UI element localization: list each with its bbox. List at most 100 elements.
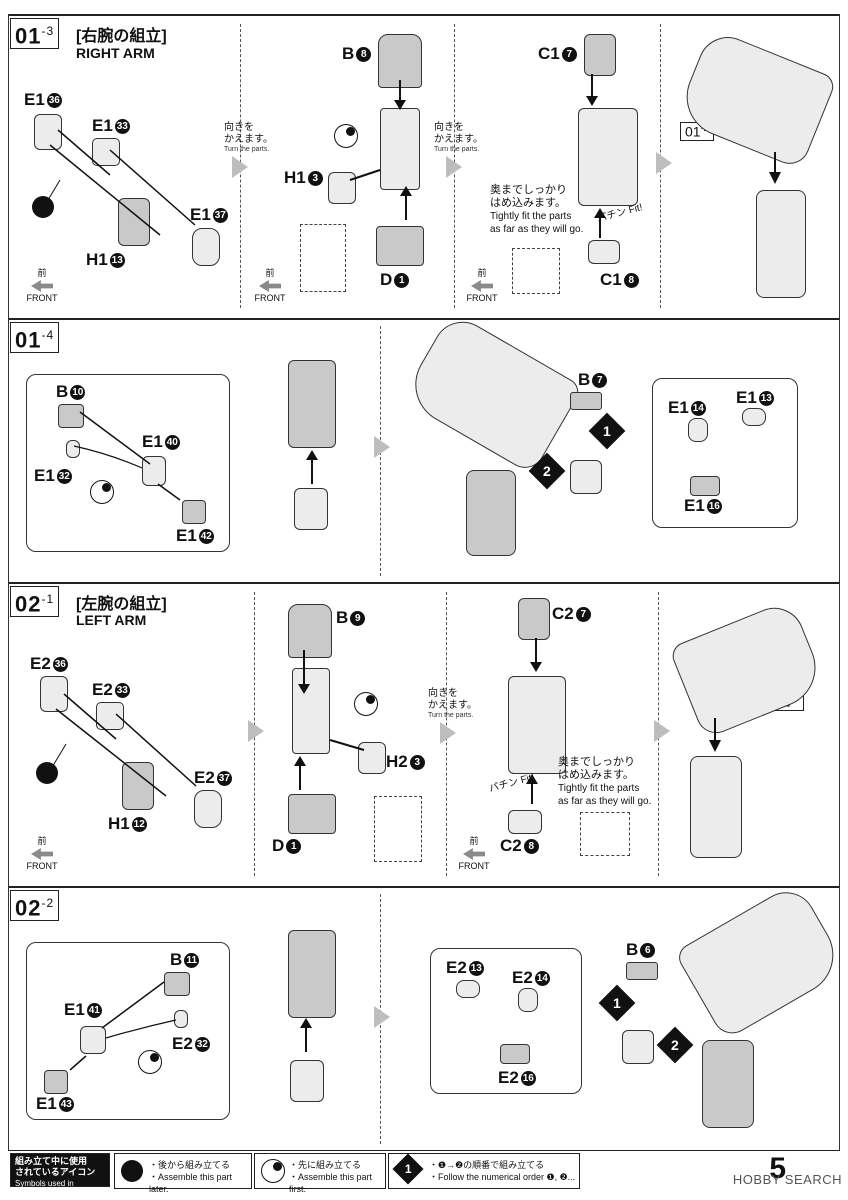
part-code: H1 [86, 250, 108, 269]
assemble-first-icon [138, 1050, 162, 1074]
assemble-first-icon [90, 480, 114, 504]
turn-note-jp: 向きを かえます。 [224, 122, 273, 145]
section-rule [8, 14, 840, 16]
order-badge: 1 [392, 1153, 424, 1185]
assembly-arrows [44, 129, 196, 236]
next-step-arrow-icon [446, 156, 462, 178]
page-number: 5 [769, 1152, 786, 1185]
assembly-arrows [300, 1018, 312, 1052]
part-code: B [626, 940, 639, 959]
front-jp: 前 [469, 836, 479, 846]
part-code: E1 [142, 432, 163, 451]
arm-assembly-drawing [674, 881, 848, 1041]
front-arrow-icon [31, 848, 53, 860]
part-number: 13 [468, 961, 484, 976]
part-code: H1 [284, 168, 306, 187]
fit-note-en: Tightly fit the parts as far as they wil… [558, 783, 652, 807]
legend-assemble-later: ・後から組み立てる ・Assemble this part later. [114, 1153, 252, 1194]
part-drawing [66, 440, 80, 458]
sub-assembly-inset [26, 942, 230, 1120]
part-code: E2 [498, 1068, 519, 1087]
legend-order-jp: ・❶→❷の順番で組み立てる [429, 1160, 545, 1170]
step-number-main: 01 [15, 23, 42, 49]
part-code: E1 [176, 526, 197, 545]
part-code: D [272, 836, 285, 855]
part-code: E1 [684, 496, 705, 515]
fit-sfx-en: Fit! [627, 202, 644, 217]
step-number: 01-3 [10, 18, 60, 50]
arm-assembly-drawing [668, 598, 828, 740]
part-drawing [292, 668, 330, 754]
part-drawing [122, 762, 154, 810]
part-number: 33 [114, 683, 130, 698]
forearm-drawing [288, 930, 336, 1018]
part-number: 40 [164, 435, 180, 450]
part-code: E1 [668, 398, 689, 417]
assembly-arrows [769, 152, 781, 184]
front-en: FRONT [26, 861, 58, 871]
fit-note-en: Tightly fit the parts as far as they wil… [490, 211, 584, 235]
legend-title-en: Symbols used in instructions [15, 1179, 74, 1199]
arm-assembly-drawing [674, 28, 838, 170]
assemble-first-icon [354, 692, 378, 716]
detail-inset [374, 796, 422, 862]
order-badge-number: 2 [671, 1036, 679, 1053]
legend-order: 1 ・❶→❷の順番で組み立てる ・Follow the numerical or… [388, 1153, 580, 1189]
front-jp: 前 [37, 836, 47, 846]
detail-inset [300, 224, 346, 292]
fit-note-jp: 奥までしっかり はめ込みます。 [490, 184, 567, 209]
assemble-later-icon [121, 1160, 143, 1182]
part-code: E2 [512, 968, 533, 987]
part-drawing [92, 138, 120, 166]
legend-title-jp: 組み立て中に使用 されているアイコン [15, 1156, 96, 1177]
step-number: 01-4 [10, 322, 60, 354]
part-code: E1 [92, 116, 113, 135]
forearm-drawing [690, 756, 742, 858]
section-title-en: RIGHT ARM [76, 45, 155, 61]
part-number: 42 [198, 529, 214, 544]
step-number-sub: -4 [41, 328, 55, 342]
next-step-arrow-icon [654, 720, 670, 742]
detail-inset [580, 812, 630, 856]
front-jp: 前 [37, 268, 47, 278]
front-arrow-icon [259, 280, 281, 292]
part-drawing [518, 598, 550, 640]
assembly-arrows [526, 638, 542, 804]
part-number: 36 [52, 657, 68, 672]
part-drawing [44, 1070, 68, 1094]
next-step-arrow-icon [374, 436, 390, 458]
part-number: 13 [758, 391, 774, 406]
part-number: 8 [356, 47, 372, 62]
front-arrow-icon [463, 848, 485, 860]
turn-note-en: Turn the parts. [428, 712, 474, 719]
part-drawing [34, 114, 62, 150]
part-code: E1 [736, 388, 757, 407]
part-number: 7 [561, 47, 577, 62]
step-number-main: 01 [15, 327, 42, 353]
turn-note-en: Turn the parts. [224, 146, 270, 153]
part-drawing [508, 810, 542, 834]
part-number: 32 [194, 1037, 210, 1052]
arm-assembly-drawing [400, 310, 584, 476]
part-number: 8 [623, 273, 639, 288]
next-step-arrow-icon [374, 1006, 390, 1028]
part-number: 16 [706, 499, 722, 514]
part-number: 1 [394, 273, 410, 288]
part-number: 1 [286, 839, 302, 854]
part-number: 14 [690, 401, 706, 416]
part-code: C2 [500, 836, 522, 855]
assembly-arrows [294, 650, 365, 790]
part-drawing [518, 988, 538, 1012]
next-step-arrow-icon [440, 722, 456, 744]
